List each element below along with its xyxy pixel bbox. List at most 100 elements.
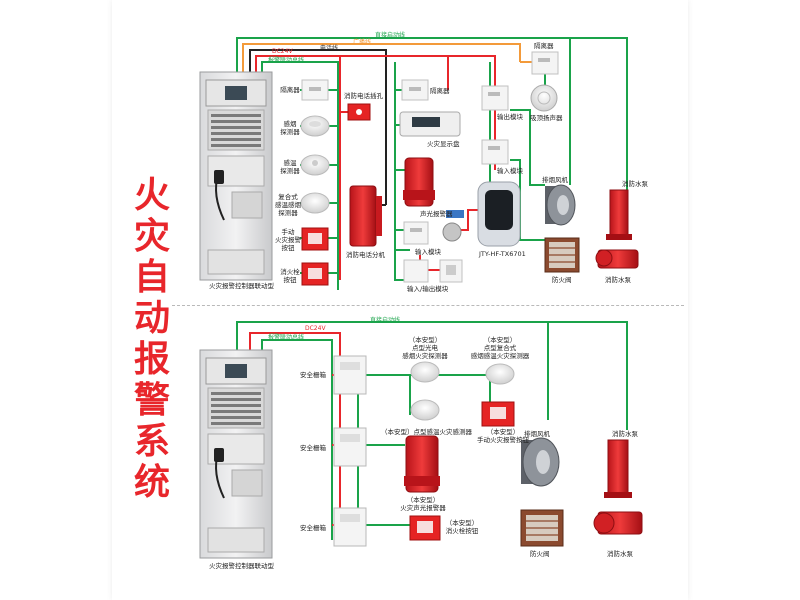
bottom-ex-manual-alarm <box>481 401 515 427</box>
top-combo-detector-label: 复合式 感温感烟 探测器 <box>275 193 301 217</box>
top-bus-broadcast-label: 广播线 <box>353 39 372 46</box>
top-bus-alarm-label: 报警联动总线 <box>268 57 305 64</box>
top-fire-pump-2-label: 消防水泵 <box>605 276 631 284</box>
top-phone-jack <box>347 103 371 121</box>
bottom-fire-damper-label: 防火阀 <box>530 550 550 558</box>
top-beam-detector <box>477 181 521 247</box>
top-beam-detector-label: JTY-HF-TX6701 <box>479 250 526 258</box>
top-solenoid <box>442 210 464 242</box>
top-fire-display <box>399 111 461 137</box>
bottom-control-cabinet <box>199 349 273 559</box>
top-bus-linkage-label: 直接启动线 <box>375 32 406 39</box>
top-input-module-1 <box>403 221 429 245</box>
bottom-safety-barrier-2-label: 安全栅箱 <box>300 444 326 452</box>
top-fire-display-label: 火灾显示盘 <box>427 140 460 148</box>
top-smoke-fan-label: 排烟风机 <box>542 176 568 184</box>
vertical-title: 火 灾 自 动 报 警 系 统 <box>128 175 176 503</box>
bottom-linkage-line <box>236 321 628 430</box>
bottom-fire-damper <box>520 509 564 547</box>
title-char: 警 <box>133 380 170 421</box>
top-isolator-3-label: 隔离器 <box>534 42 554 50</box>
top-manual-alarm <box>301 227 329 251</box>
top-sound-light-alarm <box>403 157 435 207</box>
top-broadcast-line <box>242 43 521 72</box>
top-phone-extension <box>349 185 382 247</box>
bottom-cabinet-label: 火灾报警控制器联动型 <box>209 562 274 570</box>
top-isolator-1-label: 隔离器 <box>280 86 300 94</box>
bottom-safety-barrier-1-label: 安全栅箱 <box>300 371 326 379</box>
bottom-safety-barrier-3 <box>333 507 367 547</box>
top-dc24v-line <box>255 55 496 170</box>
top-hydrant-button <box>301 262 329 286</box>
top-linkage-line <box>236 37 628 200</box>
top-output-module-label: 输出模块 <box>497 113 523 121</box>
top-cabinet-label: 火灾报警控制器联动型 <box>209 282 274 290</box>
top-io-module <box>403 259 463 283</box>
top-input-module-2-label: 输入模块 <box>497 167 523 175</box>
top-isolator-2-label: 隔离器 <box>430 87 450 95</box>
title-char: 系 <box>133 421 170 462</box>
bottom-ex-heat-detector <box>410 399 440 421</box>
title-char: 动 <box>133 298 170 339</box>
top-fire-pump-2 <box>595 249 639 269</box>
bottom-ex-combo-label: （本安型） 点型复合式 感烟感温火灾探测器 <box>470 336 530 360</box>
bottom-bus-alarm-label: 报警联动总线 <box>268 334 305 341</box>
top-phone-jack-label: 消防电话插孔 <box>344 92 383 100</box>
top-bus-dc24v-label: DC24V <box>272 48 293 55</box>
top-isolator-2 <box>401 79 429 101</box>
bottom-alarm-bus <box>261 339 333 540</box>
bottom-safety-barrier-2 <box>333 427 367 467</box>
top-control-cabinet <box>199 71 273 281</box>
top-alarm-bus <box>261 61 339 290</box>
bottom-fire-pump-2 <box>593 511 643 535</box>
title-char: 报 <box>133 339 170 380</box>
top-ceiling-speaker <box>530 84 558 112</box>
top-input-module-2 <box>481 139 509 165</box>
top-fire-damper <box>544 237 580 273</box>
title-char: 统 <box>133 462 170 503</box>
bottom-smoke-fan-label: 排烟风机 <box>524 430 550 438</box>
top-smoke-detector-label: 感烟 探测器 <box>280 120 300 136</box>
bottom-fire-pump-2-label: 消防水泵 <box>607 550 633 558</box>
top-manual-alarm-label: 手动 火灾报警 按钮 <box>275 228 301 252</box>
title-char: 自 <box>133 257 170 298</box>
bottom-smoke-fan <box>521 437 560 487</box>
top-phone-line <box>249 49 387 205</box>
top-phone-extension-label: 消防电话分机 <box>346 251 385 259</box>
top-io-module-label: 输入/输出模块 <box>407 285 449 293</box>
bottom-ex-hydrant-label: （本安型） 消火栓按钮 <box>445 519 479 535</box>
bottom-safety-barrier-1 <box>333 355 367 395</box>
bottom-safety-barrier-3-label: 安全栅箱 <box>300 524 326 532</box>
bottom-ex-smoke-label: （本安型） 点型光电 感烟火灾探测器 <box>402 336 448 360</box>
top-sound-light-label: 声光报警器 <box>420 210 453 218</box>
top-smoke-fan <box>545 184 576 226</box>
top-isolator-1 <box>301 79 329 101</box>
bottom-ex-sound-light-label: （本安型） 火灾声光报警器 <box>400 496 446 512</box>
title-char: 火 <box>133 175 170 216</box>
top-fire-damper-label: 防火阀 <box>552 276 572 284</box>
bottom-ex-heat-label: （本安型）点型感温火灾感测器 <box>381 428 472 436</box>
top-hydrant-button-label: 消火栓 按钮 <box>280 268 300 284</box>
top-ceiling-speaker-label: 吸顶扬声器 <box>530 114 563 122</box>
section-divider <box>172 305 684 306</box>
bottom-fire-pump-1 <box>604 439 632 498</box>
top-fire-pump-1 <box>606 189 632 240</box>
bottom-fire-pump-1-label: 消防水泵 <box>612 430 638 438</box>
bottom-ex-hydrant-button <box>409 515 441 541</box>
bottom-ex-sound-light-alarm <box>404 435 440 493</box>
top-input-module-1-label: 输入模块 <box>415 248 441 256</box>
top-output-module <box>481 85 509 111</box>
title-char: 灾 <box>133 216 170 257</box>
bottom-bus-dc24v-label: DC24V <box>305 325 326 332</box>
bottom-ex-smoke-detector <box>410 361 440 383</box>
top-fire-pump-1-label: 消防水泵 <box>622 180 648 188</box>
top-heat-detector <box>300 154 330 176</box>
top-smoke-detector <box>300 115 330 137</box>
top-isolator-3 <box>531 51 559 75</box>
top-combo-detector <box>300 192 330 214</box>
top-heat-detector-label: 感温 探测器 <box>280 159 300 175</box>
bottom-bus-linkage-label: 直接启动线 <box>370 317 401 324</box>
bottom-ex-manual-label: （本安型） 手动火灾报警按钮 <box>477 428 529 444</box>
bottom-ex-combo-detector <box>485 363 515 385</box>
